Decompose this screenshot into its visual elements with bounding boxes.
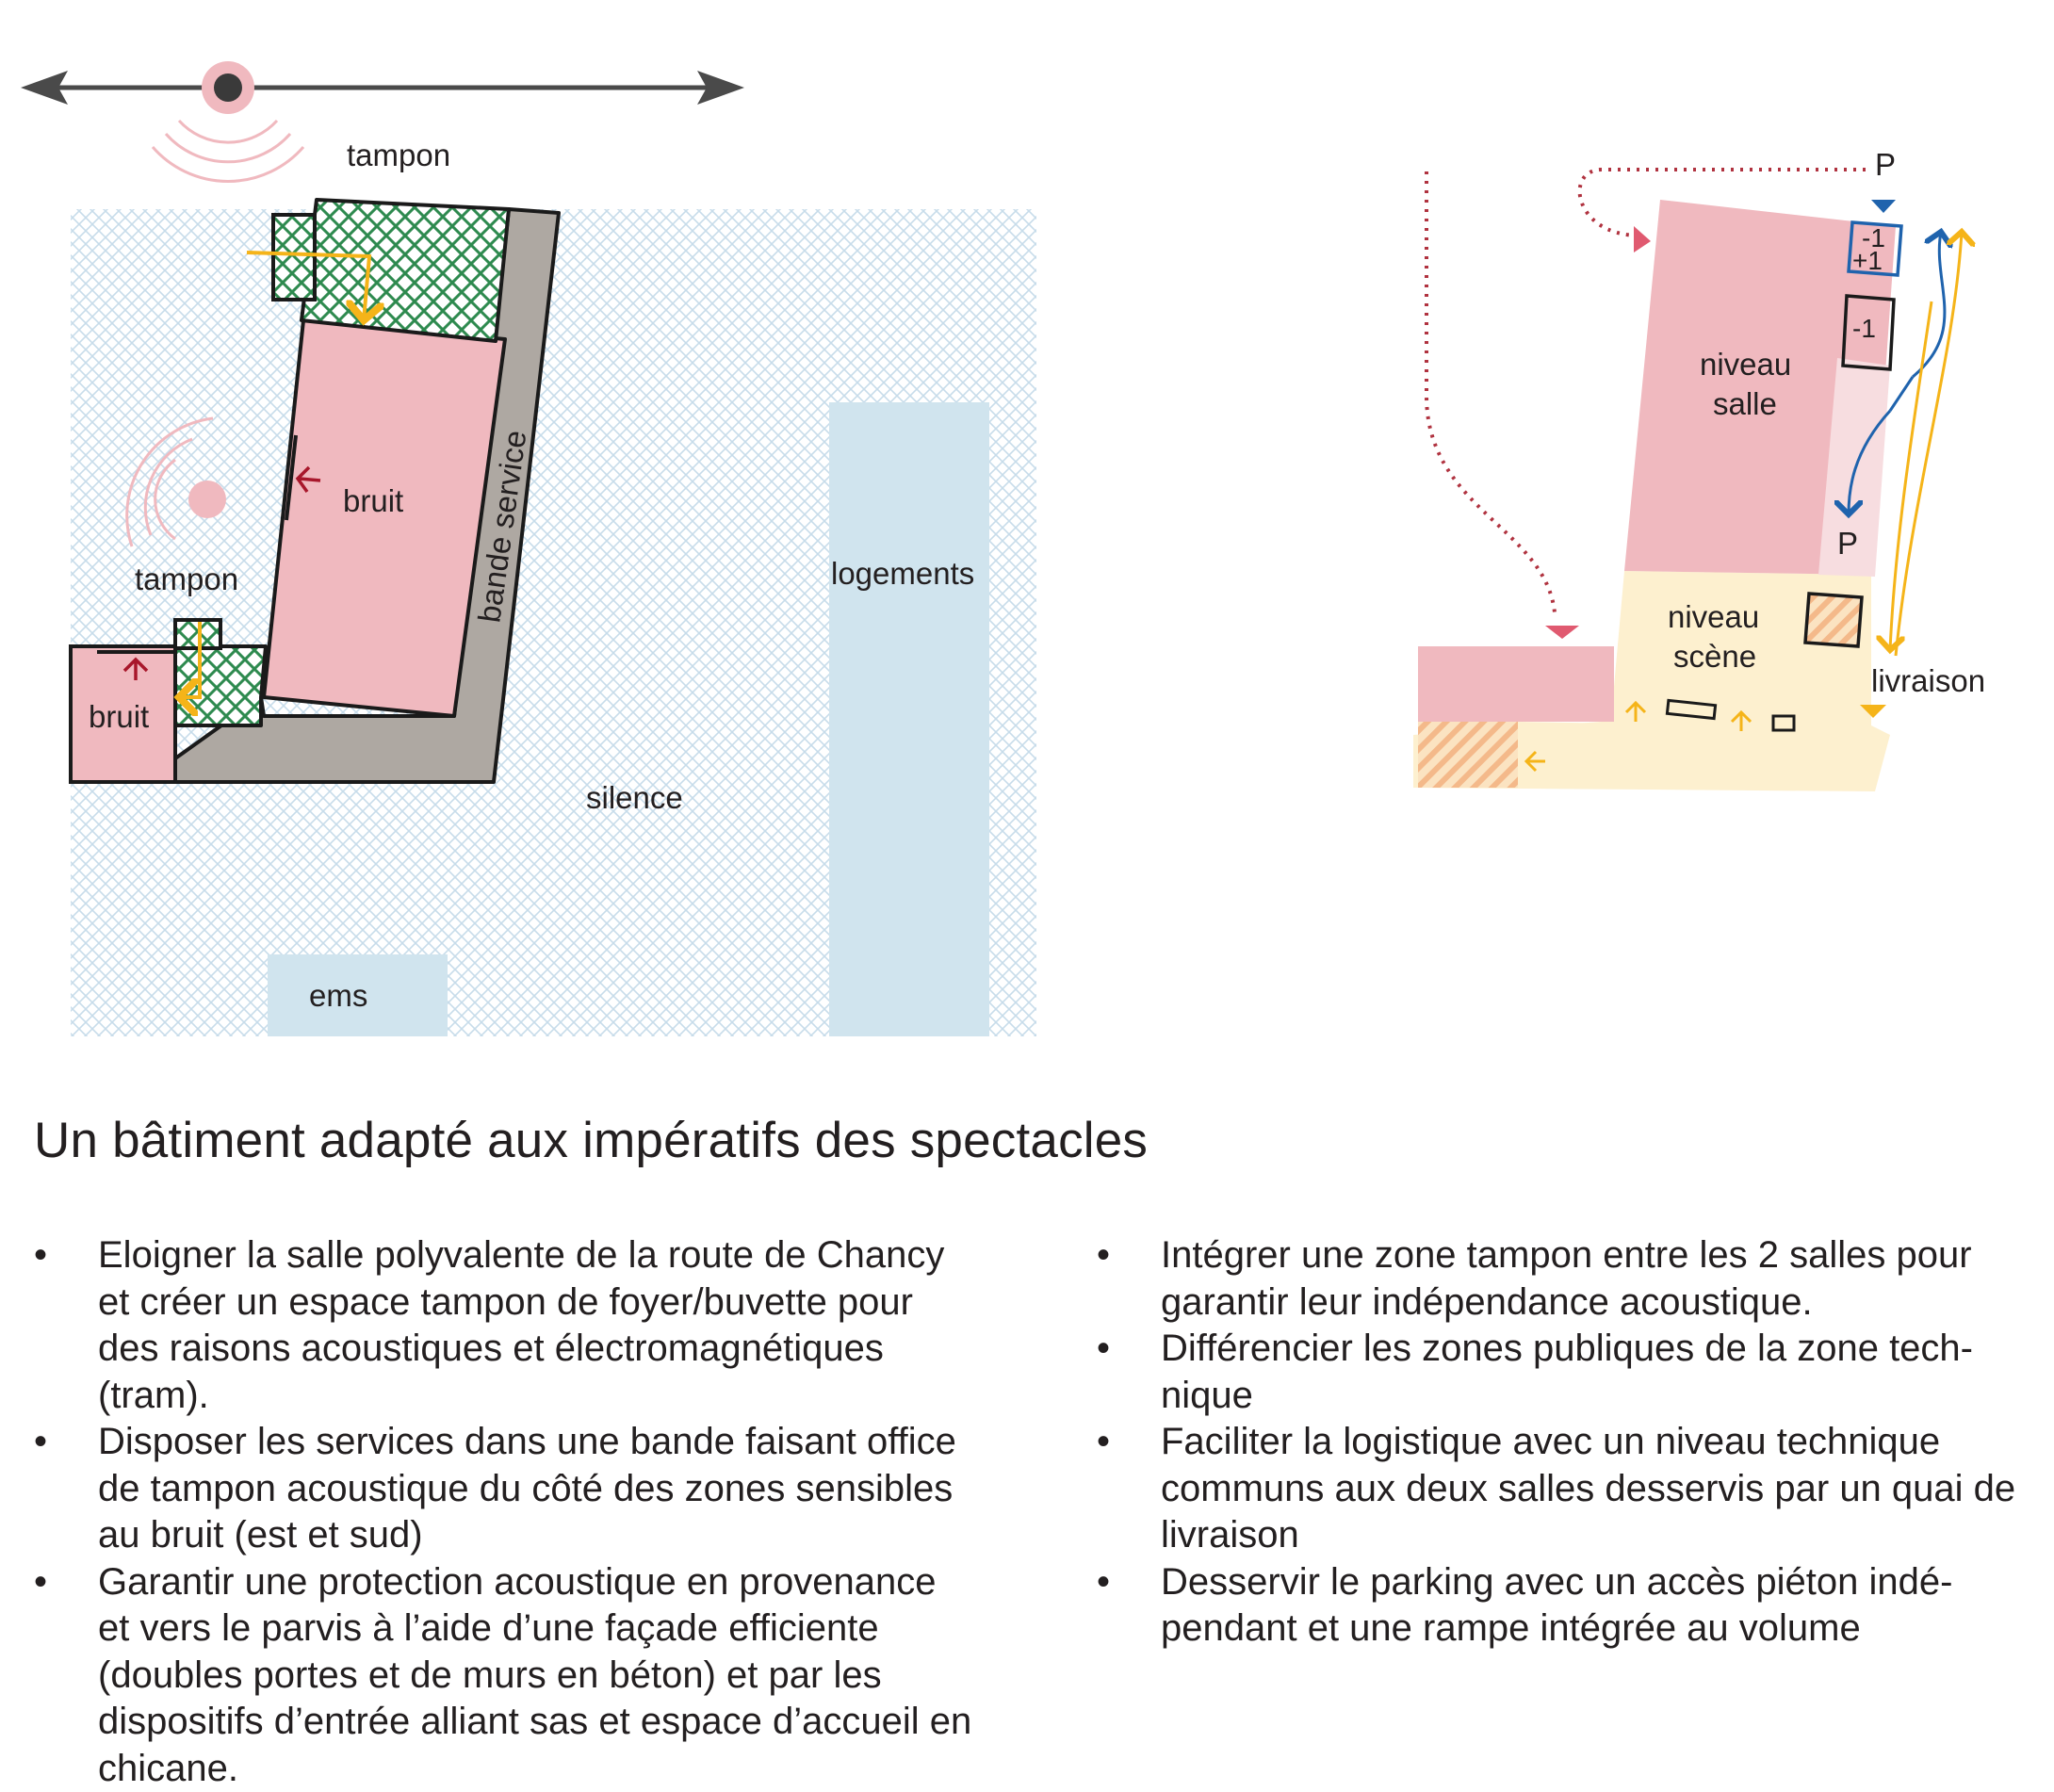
parking-marker	[1871, 200, 1896, 213]
label-box-minus1: -1	[1852, 314, 1876, 343]
list-item-text: Intégrer une zone tampon entre les 2 sal…	[1161, 1234, 1972, 1323]
bullet-icon: •	[1097, 1326, 1116, 1373]
label-livraison: livraison	[1871, 663, 1985, 698]
buffer-zone-top	[302, 200, 509, 341]
list-item: • Desservir le parking avec un accès piét…	[1097, 1559, 2030, 1653]
bullet-icon: •	[1097, 1419, 1116, 1466]
bullet-icon: •	[34, 1232, 53, 1279]
label-niveau-scene-1: niveau	[1668, 599, 1759, 634]
label-tampon-left: tampon	[135, 562, 238, 596]
bullet-icon: •	[1097, 1559, 1116, 1606]
logements-block	[829, 402, 989, 1036]
label-tampon-top: tampon	[347, 138, 450, 172]
section-title: Un bâtiment adapté aux impératifs des sp…	[34, 1112, 1148, 1169]
site-plan-diagram: tampon tampon bruit bruit bande service …	[21, 61, 1036, 1036]
label-logements: logements	[831, 556, 974, 591]
bullet-icon: •	[34, 1419, 53, 1466]
bullet-list-right: • Intégrer une zone tampon entre les 2 sa…	[1097, 1232, 2030, 1653]
list-item-text: Disposer les services dans une bande fai…	[98, 1421, 956, 1556]
label-p-inner: P	[1837, 526, 1858, 561]
list-item: • Garantir une protection acoustique en p…	[34, 1559, 976, 1792]
levels-diagram: P -1 +1 -1 niveau salle P niveau scène l…	[1413, 147, 1985, 791]
bullet-list-left: • Eloigner la salle polyvalente de la rou…	[34, 1232, 976, 1792]
label-niveau-salle-2: salle	[1713, 386, 1777, 421]
label-bruit-small: bruit	[89, 699, 149, 734]
list-item: • Faciliter la logistique avec un niveau …	[1097, 1419, 2030, 1559]
bullet-icon: •	[1097, 1232, 1116, 1279]
delivery-arrow-down	[1890, 301, 1932, 650]
list-item-text: Faciliter la logistique avec un niveau t…	[1161, 1421, 2015, 1556]
list-item-text: Desservir le parking avec un accès piéto…	[1161, 1561, 1952, 1650]
list-item: • Intégrer une zone tampon entre les 2 sa…	[1097, 1232, 2030, 1326]
label-niveau-salle-1: niveau	[1700, 347, 1791, 382]
label-bruit-main: bruit	[343, 483, 403, 518]
label-box-plus1: +1	[1852, 246, 1883, 275]
label-silence: silence	[586, 780, 683, 815]
bullet-icon: •	[34, 1559, 53, 1606]
buffer-entry-top	[273, 215, 315, 300]
delivery-arrow	[1896, 232, 1962, 656]
site-diagrams: tampon tampon bruit bruit bande service …	[0, 0, 2054, 1093]
list-item: • Eloigner la salle polyvalente de la rou…	[34, 1232, 976, 1419]
lower-pink-block	[1418, 646, 1614, 722]
list-item-text: Eloigner la salle polyvalente de la rout…	[98, 1234, 944, 1416]
list-item-text: Garantir une protection acoustique en pr…	[98, 1561, 971, 1789]
parking-arrow-up	[1913, 232, 1945, 377]
list-item: • Différencier les zones publiques de la …	[1097, 1326, 2030, 1419]
hatched-box	[1805, 594, 1862, 646]
label-niveau-scene-2: scène	[1673, 639, 1756, 674]
list-item-text: Différencier les zones publiques de la z…	[1161, 1328, 1973, 1416]
path-arrow-top	[1634, 226, 1651, 253]
list-item: • Disposer les services dans une bande fa…	[34, 1419, 976, 1559]
lower-stripe-block	[1418, 722, 1518, 788]
path-arrow-bottom	[1545, 626, 1579, 639]
label-ems: ems	[309, 978, 367, 1013]
label-p-top: P	[1875, 147, 1896, 182]
buffer-zone-left	[175, 646, 266, 725]
